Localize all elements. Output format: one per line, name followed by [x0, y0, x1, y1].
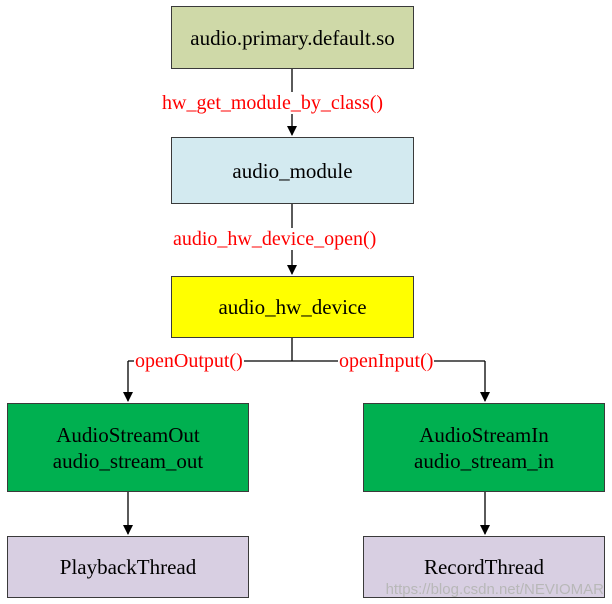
- node-audio-stream-out: AudioStreamOut audio_stream_out: [7, 403, 249, 492]
- node-label-line1: AudioStreamIn: [419, 422, 549, 447]
- node-audio-hw-device: audio_hw_device: [171, 276, 414, 338]
- edge-label-get-module: hw_get_module_by_class(): [161, 92, 385, 114]
- node-label-line1: AudioStreamOut: [56, 422, 200, 447]
- node-label-line2: audio_stream_in: [414, 448, 554, 473]
- watermark-text: https://blog.csdn.net/NEVIOMAR: [385, 581, 604, 598]
- node-record-thread: RecordThread: [363, 536, 605, 598]
- node-label: PlaybackThread: [59, 555, 197, 579]
- edge-label-open-input: openInput(): [338, 350, 435, 372]
- node-audio-stream-in: AudioStreamIn audio_stream_in: [363, 403, 605, 492]
- node-label: RecordThread: [423, 555, 545, 579]
- node-label-line2: audio_stream_out: [52, 448, 204, 473]
- node-playback-thread: PlaybackThread: [7, 536, 249, 598]
- node-label: audio_hw_device: [218, 295, 367, 319]
- edge-label-device-open: audio_hw_device_open(): [172, 228, 378, 250]
- node-label: audio_module: [232, 158, 353, 183]
- node-label: audio.primary.default.so: [190, 25, 395, 50]
- node-audio-primary-so: audio.primary.default.so: [171, 6, 414, 69]
- node-audio-module: audio_module: [171, 137, 414, 204]
- edge-label-open-output: openOutput(): [134, 350, 244, 372]
